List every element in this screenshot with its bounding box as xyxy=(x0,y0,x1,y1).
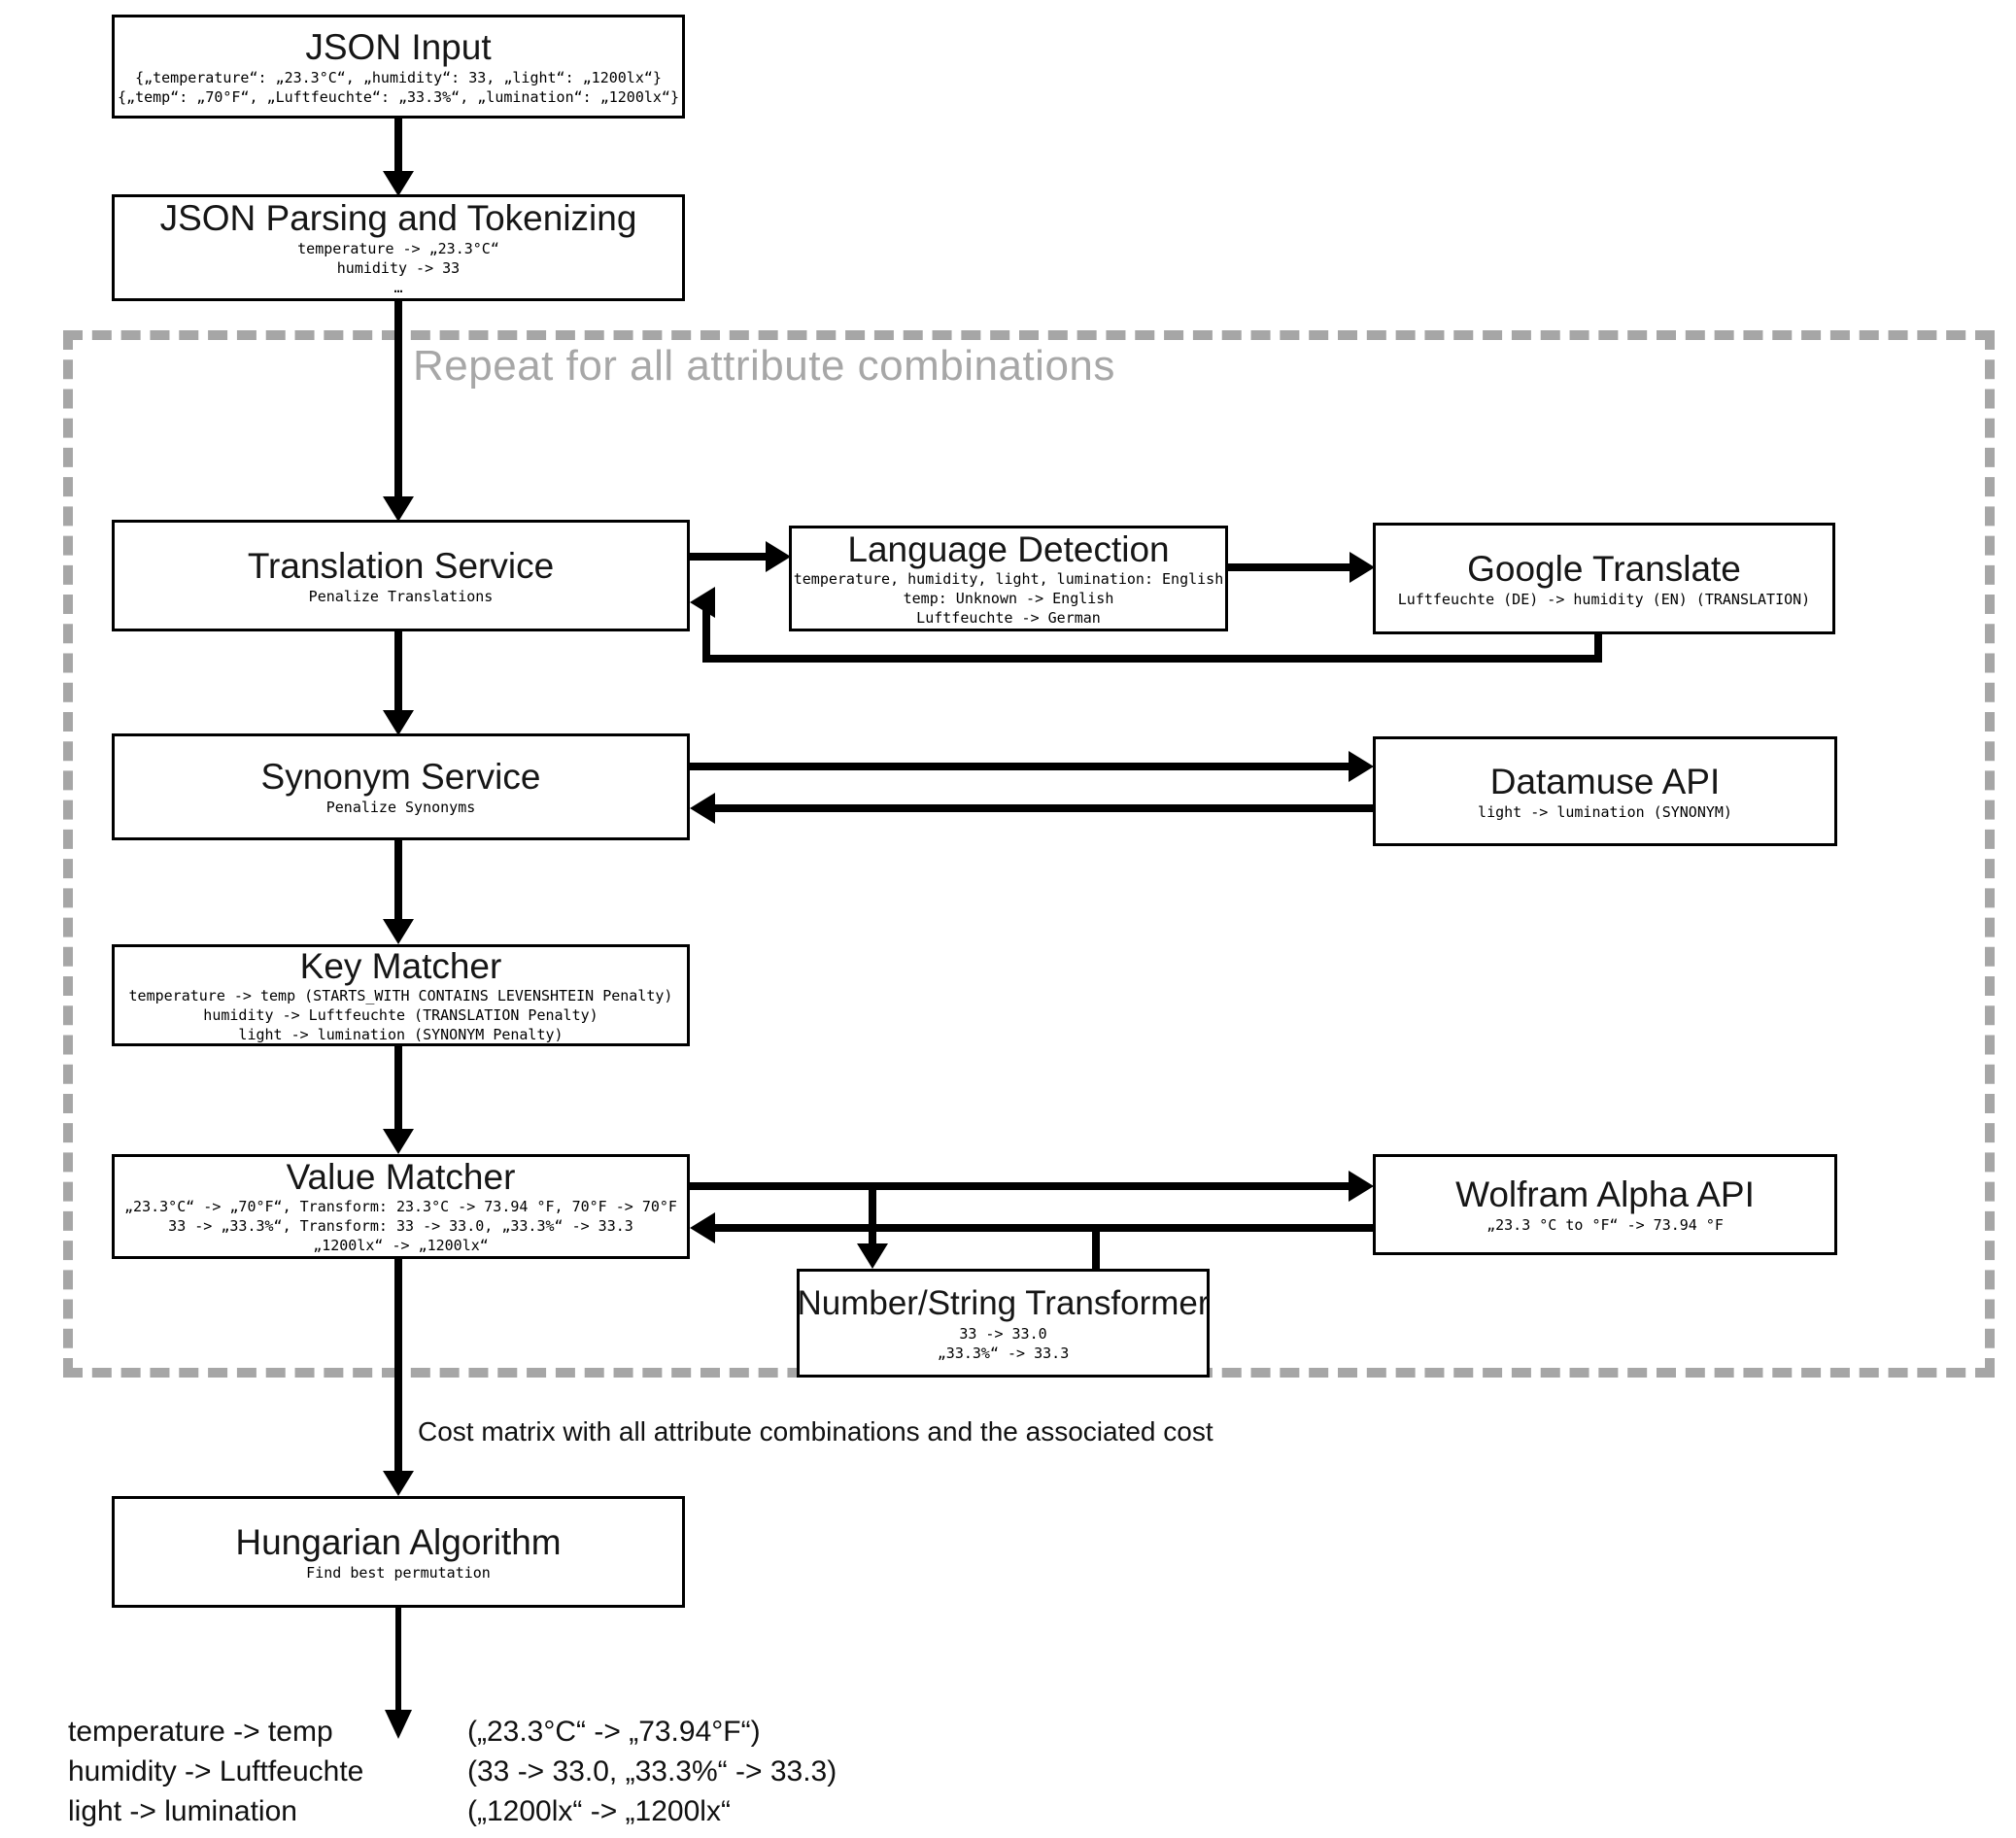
number-string-transformer-box: Number/String Transformer 33 -> 33.0 „33… xyxy=(797,1269,1210,1378)
number-string-transformer-line: 33 -> 33.0 xyxy=(959,1325,1047,1343)
repeat-region-label: Repeat for all attribute combinations xyxy=(413,342,1115,390)
wolfram-alpha-title: Wolfram Alpha API xyxy=(1455,1174,1755,1214)
arrowhead-datamuse-to-synonym xyxy=(690,793,715,824)
arrowhead-parsing-to-translation xyxy=(383,496,414,522)
json-input-title: JSON Input xyxy=(305,26,492,67)
arrowhead-branch-to-transformer xyxy=(857,1243,888,1269)
output-mapping: temperature -> temp xyxy=(68,1716,333,1748)
arrowhead-wolfram-to-value-matcher xyxy=(690,1212,715,1243)
key-matcher-line: light -> lumination (SYNONYM Penalty) xyxy=(238,1025,564,1043)
value-matcher-title: Value Matcher xyxy=(286,1157,516,1197)
json-parsing-box: JSON Parsing and Tokenizing temperature … xyxy=(112,194,685,301)
arrow-parsing-to-translation xyxy=(394,301,402,500)
arrow-key-matcher-to-value-matcher xyxy=(394,1046,402,1135)
translation-service-box: Translation Service Penalize Translation… xyxy=(112,520,690,631)
json-input-box: JSON Input {„temperature“: „23.3°C“, „hu… xyxy=(112,15,685,119)
arrowhead-synonym-to-key-matcher xyxy=(383,919,414,944)
arrow-branch-to-transformer xyxy=(869,1186,876,1247)
json-parsing-title: JSON Parsing and Tokenizing xyxy=(159,198,637,238)
language-detection-title: Language Detection xyxy=(847,528,1170,569)
output-mapping: light -> lumination xyxy=(68,1795,297,1827)
json-parsing-line: temperature -> „23.3°C“ xyxy=(297,240,499,257)
arrow-json-input-to-parsing xyxy=(394,119,402,175)
language-detection-box: Language Detection temperature, humidity… xyxy=(789,526,1228,631)
arrowhead-key-matcher-to-value-matcher xyxy=(383,1129,414,1154)
hungarian-algorithm-title: Hungarian Algorithm xyxy=(235,1521,562,1562)
datamuse-api-title: Datamuse API xyxy=(1489,761,1721,801)
value-matcher-box: Value Matcher „23.3°C“ -> „70°F“, Transf… xyxy=(112,1154,690,1259)
output-row: humidity -> Luftfeuchte (33 -> 33.0, „33… xyxy=(68,1755,837,1795)
key-matcher-title: Key Matcher xyxy=(299,945,502,986)
language-detection-line: temperature, humidity, light, lumination… xyxy=(793,569,1224,588)
hungarian-algorithm-line: Find best permutation xyxy=(306,1563,491,1582)
synonym-service-title: Synonym Service xyxy=(260,757,541,797)
key-matcher-line: humidity -> Luftfeuchte (TRANSLATION Pen… xyxy=(203,1005,598,1024)
arrowhead-language-detection-to-google-translate xyxy=(1350,552,1375,583)
output-values: („1200lx“ -> „1200lx“ xyxy=(467,1795,731,1827)
google-translate-title: Google Translate xyxy=(1467,548,1741,589)
arrow-datamuse-to-synonym xyxy=(709,804,1373,812)
language-detection-line: temp: Unknown -> English xyxy=(903,589,1114,607)
arrow-language-detection-to-google-translate xyxy=(1228,563,1351,571)
arrow-wolfram-to-value-matcher xyxy=(709,1224,1373,1232)
arrowhead-json-input-to-parsing xyxy=(383,171,414,196)
translation-service-title: Translation Service xyxy=(247,545,555,586)
google-translate-line: Luftfeuchte (DE) -> humidity (EN) (TRANS… xyxy=(1397,590,1811,608)
arrow-translation-to-synonym xyxy=(394,631,402,714)
synonym-service-box: Synonym Service Penalize Synonyms xyxy=(112,733,690,840)
key-matcher-box: Key Matcher temperature -> temp (STARTS_… xyxy=(112,944,690,1046)
arrowhead-value-matcher-to-wolfram xyxy=(1349,1171,1374,1202)
value-matcher-line: „23.3°C“ -> „70°F“, Transform: 23.3°C ->… xyxy=(124,1198,677,1215)
arrowhead-translation-to-language-detection xyxy=(766,541,791,572)
number-string-transformer-title: Number/String Transformer xyxy=(797,1284,1210,1322)
json-input-line: {„temp“: „70°F“, „Luftfeuchte“: „33.3%“,… xyxy=(118,87,679,106)
arrow-synonym-to-datamuse xyxy=(690,763,1350,770)
value-matcher-line: „1200lx“ -> „1200lx“ xyxy=(313,1237,489,1254)
wolfram-alpha-box: Wolfram Alpha API „23.3 °C to °F“ -> 73.… xyxy=(1373,1154,1837,1255)
arrowhead-value-matcher-to-hungarian xyxy=(383,1471,414,1496)
arrowhead-hungarian-to-output xyxy=(385,1710,412,1739)
number-string-transformer-line: „33.3%“ -> 33.3 xyxy=(937,1344,1070,1362)
cost-matrix-arrow-label: Cost matrix with all attribute combinati… xyxy=(418,1416,1213,1447)
arrowhead-google-translate-to-translation xyxy=(690,587,715,618)
final-output-block: temperature -> temp („23.3°C“ -> „73.94°… xyxy=(68,1716,837,1835)
arrowhead-synonym-to-datamuse xyxy=(1349,751,1374,782)
arrow-value-matcher-to-hungarian xyxy=(394,1259,402,1475)
connector-transformer-to-return-line xyxy=(1092,1228,1100,1269)
arrow-hungarian-to-output xyxy=(395,1608,401,1715)
json-parsing-line: … xyxy=(393,279,403,296)
translation-service-line: Penalize Translations xyxy=(308,587,494,605)
arrow-google-translate-return-rise xyxy=(702,602,710,663)
wolfram-alpha-line: „23.3 °C to °F“ -> 73.94 °F xyxy=(1486,1216,1724,1234)
output-row: light -> lumination („1200lx“ -> „1200lx… xyxy=(68,1795,731,1835)
output-values: (33 -> 33.0, „33.3%“ -> 33.3) xyxy=(467,1755,837,1787)
arrow-synonym-to-key-matcher xyxy=(394,840,402,925)
output-mapping: humidity -> Luftfeuchte xyxy=(68,1755,364,1787)
json-input-line: {„temperature“: „23.3°C“, „humidity“: 33… xyxy=(135,68,662,86)
language-detection-line: Luftfeuchte -> German xyxy=(916,608,1101,627)
arrow-google-translate-return-drop xyxy=(1594,634,1602,663)
arrowhead-translation-to-synonym xyxy=(383,710,414,735)
key-matcher-line: temperature -> temp (STARTS_WITH CONTAIN… xyxy=(128,986,673,1004)
datamuse-api-box: Datamuse API light -> lumination (SYNONY… xyxy=(1373,736,1837,846)
json-parsing-line: humidity -> 33 xyxy=(336,259,461,277)
google-translate-box: Google Translate Luftfeuchte (DE) -> hum… xyxy=(1373,523,1835,634)
arrow-google-translate-return-run xyxy=(702,655,1602,663)
arrow-value-matcher-to-wolfram xyxy=(690,1182,1350,1190)
arrow-translation-to-language-detection xyxy=(690,553,768,561)
synonym-service-line: Penalize Synonyms xyxy=(325,799,476,816)
hungarian-algorithm-box: Hungarian Algorithm Find best permutatio… xyxy=(112,1496,685,1608)
output-row: temperature -> temp („23.3°C“ -> „73.94°… xyxy=(68,1716,761,1755)
datamuse-api-line: light -> lumination (SYNONYM) xyxy=(1478,802,1732,821)
output-values: („23.3°C“ -> „73.94°F“) xyxy=(467,1716,761,1748)
value-matcher-line: 33 -> „33.3%“, Transform: 33 -> 33.0, „3… xyxy=(168,1217,633,1235)
